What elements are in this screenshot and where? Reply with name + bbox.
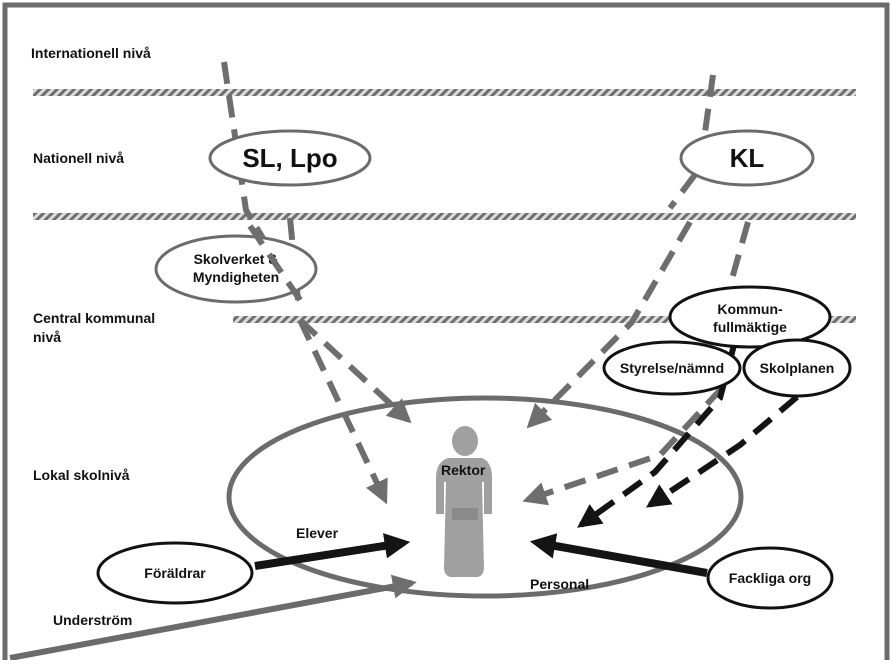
actor-styrelse: Styrelse/nämnd [602, 340, 742, 396]
level-label-national: Nationell nivå [33, 150, 124, 166]
dark-dashed-arrow-skolplanen [646, 394, 799, 508]
arrow-fackliga-to-school [529, 533, 708, 577]
actor-skolplanen-label: Skolplanen [760, 360, 835, 376]
actor-skolplanen: Skolplanen [742, 338, 852, 398]
dark-dashed-arrow-kommun [577, 344, 737, 528]
actor-kl: KL [679, 129, 815, 187]
actor-kl-label: KL [730, 143, 765, 173]
level-label-central-line1: Central kommunal [33, 310, 155, 326]
dark-dashed-arrows [577, 344, 799, 528]
actor-kommunfullmaktige: Kommun- fullmäktige [668, 285, 832, 349]
dashed-arrow-styrelse-to-rektor [522, 385, 725, 506]
actor-kommun-line1: Kommun- [717, 301, 783, 317]
personal-label: Personal [530, 576, 589, 592]
dashed-line-skolverket-overlay [247, 224, 303, 302]
understrom-label: Underström [53, 612, 132, 628]
actor-foraldrar-label: Föräldrar [144, 565, 206, 581]
level-label-international: Internationell nivå [31, 45, 151, 61]
divider-international [33, 89, 856, 96]
arrow-foraldrar-to-school [254, 533, 411, 570]
arrow-understrom [9, 574, 417, 661]
level-label-local: Lokal skolnivå [33, 467, 130, 483]
rektor-figure [436, 426, 492, 577]
actor-sl-lpo: SL, Lpo [208, 129, 372, 187]
actor-styrelse-label: Styrelse/nämnd [620, 360, 724, 376]
elever-label: Elever [296, 525, 339, 541]
divider-national [33, 213, 856, 220]
actor-skolverket: Skolverket & Myndigheten [154, 234, 318, 304]
actor-fackliga-label: Fackliga org [729, 570, 811, 586]
actor-kommun-line2: fullmäktige [713, 319, 787, 335]
actor-fackliga: Fackliga org [706, 546, 834, 610]
actor-skolverket-line2: Myndigheten [193, 269, 279, 285]
actor-skolverket-line1: Skolverket & [194, 251, 279, 267]
school-ellipse [226, 395, 744, 599]
dashed-arrow-kl-to-rektor [526, 220, 693, 429]
dashed-line-kl-right [723, 221, 751, 301]
rektor-label: Rektor [441, 462, 486, 478]
actor-sl-lpo-label: SL, Lpo [242, 143, 337, 173]
divider-central [233, 316, 856, 323]
dashed-arrow-skolverket-to-rektor [297, 317, 412, 424]
actor-foraldrar: Föräldrar [96, 541, 254, 605]
level-label-central-line2: nivå [33, 329, 61, 345]
